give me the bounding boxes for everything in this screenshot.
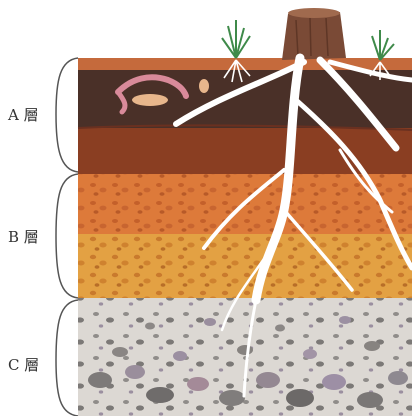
label-layer-a: A 層 bbox=[7, 106, 39, 124]
b-bracket bbox=[56, 174, 78, 298]
a-bracket bbox=[56, 58, 78, 172]
c-horizon bbox=[78, 298, 412, 416]
c-bracket bbox=[56, 300, 78, 416]
label-layer-b: B 層 bbox=[8, 228, 39, 246]
b-horizon bbox=[78, 174, 412, 298]
horizon-brackets bbox=[56, 58, 78, 416]
b-lower-soil bbox=[78, 234, 412, 298]
a-topsoil bbox=[78, 70, 412, 128]
a-horizon bbox=[78, 58, 412, 174]
tree-stump-icon bbox=[282, 8, 346, 60]
label-layer-c: C 層 bbox=[8, 356, 39, 374]
